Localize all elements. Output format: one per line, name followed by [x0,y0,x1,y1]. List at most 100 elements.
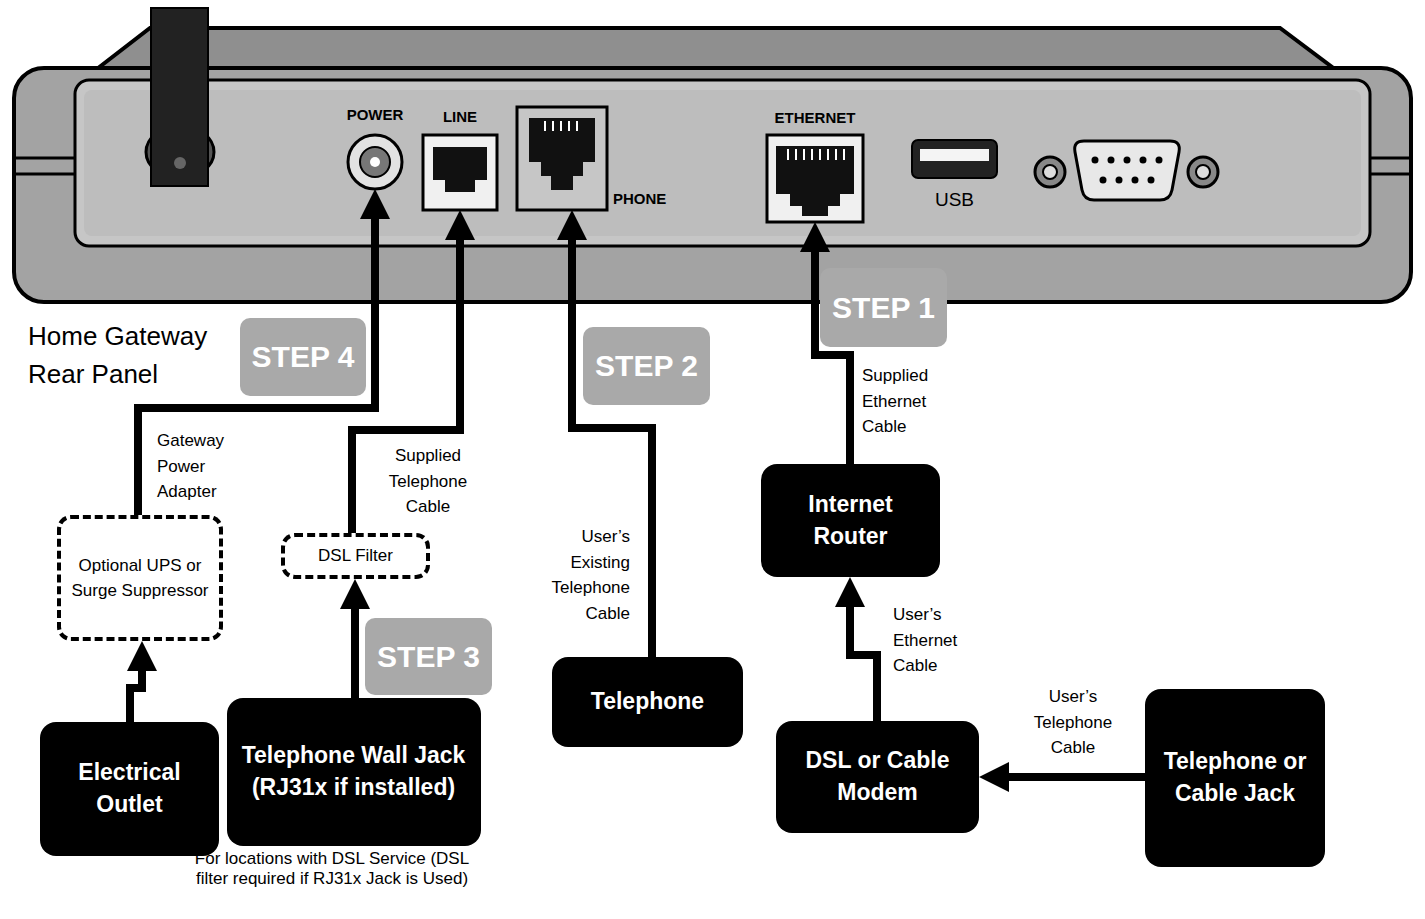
serial-screw [1188,157,1218,187]
illustration-part [1116,177,1123,184]
illustration-part [843,149,845,160]
arrow-head [355,579,356,597]
power-jack-inner [360,147,390,177]
phone-jack-frame [517,107,607,210]
cable-label: Supplied Ethernet Cable [862,363,952,440]
power-jack [348,135,402,189]
illustration-part [1124,157,1131,164]
cable-connector [355,579,356,698]
serial-port [1035,141,1218,200]
cable-connector [850,577,877,721]
illustration-part [787,149,789,160]
cable-connector [979,777,1145,778]
node-text: Telephone Wall Jack (RJ31x if installed) [237,740,471,803]
arrow-head [572,210,573,228]
power-port: POWER [348,135,402,189]
node-text: DSL Filter [318,543,393,569]
node-text: Telephone [591,686,704,718]
step-number: STEP 1 [832,291,935,325]
line-port: LINE [423,135,497,210]
housing-groove [14,173,76,176]
illustration-part [552,121,554,131]
housing-groove [14,157,76,160]
arrow-head [850,577,851,595]
arrow-head [375,189,376,207]
illustration-part [827,149,829,160]
ethernet-jack-socket [776,146,854,216]
step-badge: STEP 2 [583,327,710,405]
optional-device-box: Optional UPS or Surge Suppressor [57,515,223,641]
cable-line [138,207,375,515]
cable-line [130,659,142,722]
serial-screw-hole [1196,165,1210,179]
arrow-head [460,210,461,228]
illustration-part [576,121,578,131]
serial-screw [1035,157,1065,187]
cable-label: Gateway Power Adapter [157,428,247,505]
node-label: For locations with DSL Service (DSL filt… [192,849,473,890]
step-number: STEP 4 [252,340,355,374]
node-label: PHONE [613,190,693,208]
antenna-body [151,8,208,186]
illustration-part [1108,157,1115,164]
illustration-part [1148,177,1155,184]
power-jack-pin [370,157,380,167]
ethernet-jack [767,135,863,222]
illustration-part [1092,157,1099,164]
ethernet-jack-frame [767,135,863,222]
source-box: Electrical Outlet [40,722,219,856]
housing-body [14,68,1411,302]
usb-port [912,140,997,178]
antenna-hole [174,157,186,169]
serial-screw-hole [1043,165,1057,179]
illustration-part [835,149,837,160]
illustration-part [1140,157,1147,164]
usb-port-tongue [920,149,989,161]
arrow-head [979,777,997,778]
arrow-head [815,222,816,240]
cable-line [997,773,1145,781]
node-label: POWER [323,106,427,124]
ethernet-jack-contacts [788,149,844,160]
illustration-part [544,121,546,131]
power-jack-ring [348,135,402,189]
antenna [146,8,214,186]
rear-panel-inner [84,90,1361,236]
node-label: ETHERNET [755,109,875,127]
gateway-housing [14,28,1411,302]
ethernet-port: ETHERNET [767,135,863,222]
housing-groove [1369,173,1411,176]
phone-jack-socket [529,118,595,190]
illustration-part [568,121,570,131]
node-text: Telephone or Cable Jack [1155,746,1315,809]
cable-label: User’s Existing Telephone Cable [522,524,630,626]
cable-line [351,597,359,698]
phone-jack-contacts [545,121,577,131]
node-label: Home Gateway Rear Panel [28,318,233,393]
step-badge: STEP 1 [820,268,947,347]
serial-pins [1092,157,1163,184]
source-box: Telephone or Cable Jack [1145,689,1325,867]
step-number: STEP 3 [377,640,480,674]
cable-connector [130,641,142,722]
step-badge: STEP 4 [240,318,366,396]
illustration-part [1156,157,1163,164]
node-text: Internet Router [771,489,930,552]
illustration-part [1132,177,1139,184]
device-box: Telephone [552,657,743,747]
serial-shell [1075,141,1180,200]
line-jack-frame [423,135,497,210]
illustration-part [1100,177,1107,184]
source-box: Telephone Wall Jack (RJ31x if installed)… [227,698,481,846]
illustration-part [803,149,805,160]
node-text: DSL or Cable Modem [786,745,969,808]
filter-box: DSL Filter [281,533,430,579]
rear-panel [75,80,1370,246]
illustration-part [819,149,821,160]
node-label: LINE [413,108,507,126]
illustration-part [560,121,562,131]
step-number: STEP 2 [595,349,698,383]
phone-port: PHONE [517,107,607,210]
usb-port-frame [912,140,997,178]
